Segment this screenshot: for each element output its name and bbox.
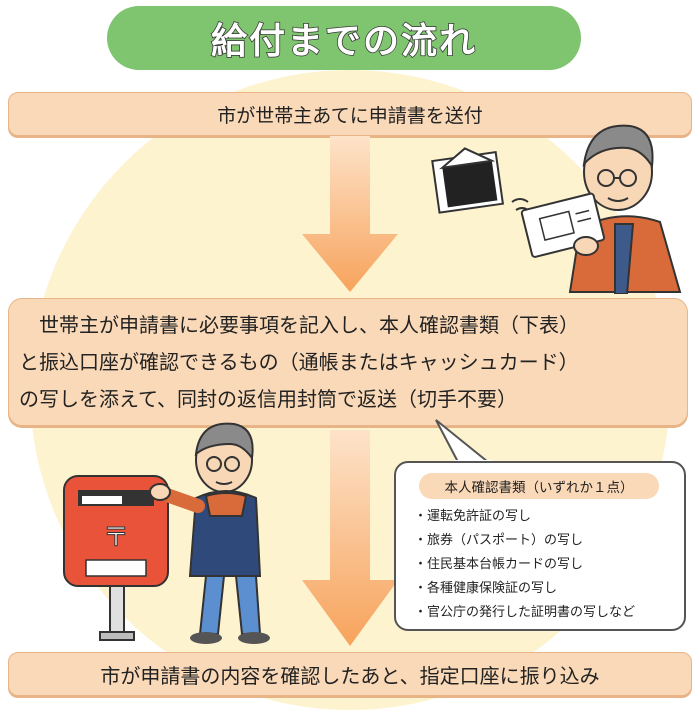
bubble-tail [435, 419, 492, 466]
svg-text:〒: 〒 [103, 523, 129, 553]
down-arrow-2 [302, 430, 398, 646]
step-2-line-2: と振込口座が確認できるもの（通帳またはキャッシュカード） [19, 349, 579, 374]
step-2-box: 世帯主が申請書に必要事項を記入し、本人確認書類（下表） と振込口座が確認できるも… [8, 298, 688, 426]
postbox-man-illustration: 〒 [63, 422, 270, 644]
step-1-text: 市が世帯主あてに申請書を送付 [217, 104, 483, 127]
step-3-text: 市が申請書の内容を確認したあと、指定口座に振り込み [100, 663, 600, 688]
id-documents-header: 本人確認書類（いずれか１点） [419, 473, 659, 499]
id-document-item: ・旅券（パスポート）の写し [414, 533, 584, 548]
id-documents-list: ・運転免許証の写し ・旅券（パスポート）の写し ・住民基本台帳カードの写し ・各… [414, 505, 635, 625]
id-document-item: ・住民基本台帳カードの写し [414, 557, 584, 572]
man-opening-mail-illustration [431, 124, 682, 294]
step-3-box: 市が申請書の内容を確認したあと、指定口座に振り込み [8, 652, 692, 696]
page-title: 給付までの流れ [210, 20, 477, 63]
id-document-item: ・各種健康保険証の写し [414, 581, 558, 596]
step-1-box: 市が世帯主あてに申請書を送付 [8, 92, 692, 136]
step-2-line-1: 世帯主が申請書に必要事項を記入し、本人確認書類（下表） [19, 312, 579, 337]
down-arrow-1 [302, 136, 398, 292]
id-document-item: ・運転免許証の写し [414, 509, 532, 524]
title-banner: 給付までの流れ [107, 6, 581, 70]
step-2-line-3: の写しを添えて、同封の返信用封筒で返送（切手不要） [19, 386, 517, 411]
id-document-item: ・官公庁の発行した証明書の写しなど [414, 605, 636, 620]
id-documents-box: 本人確認書類（いずれか１点） ・運転免許証の写し ・旅券（パスポート）の写し ・… [394, 461, 686, 631]
